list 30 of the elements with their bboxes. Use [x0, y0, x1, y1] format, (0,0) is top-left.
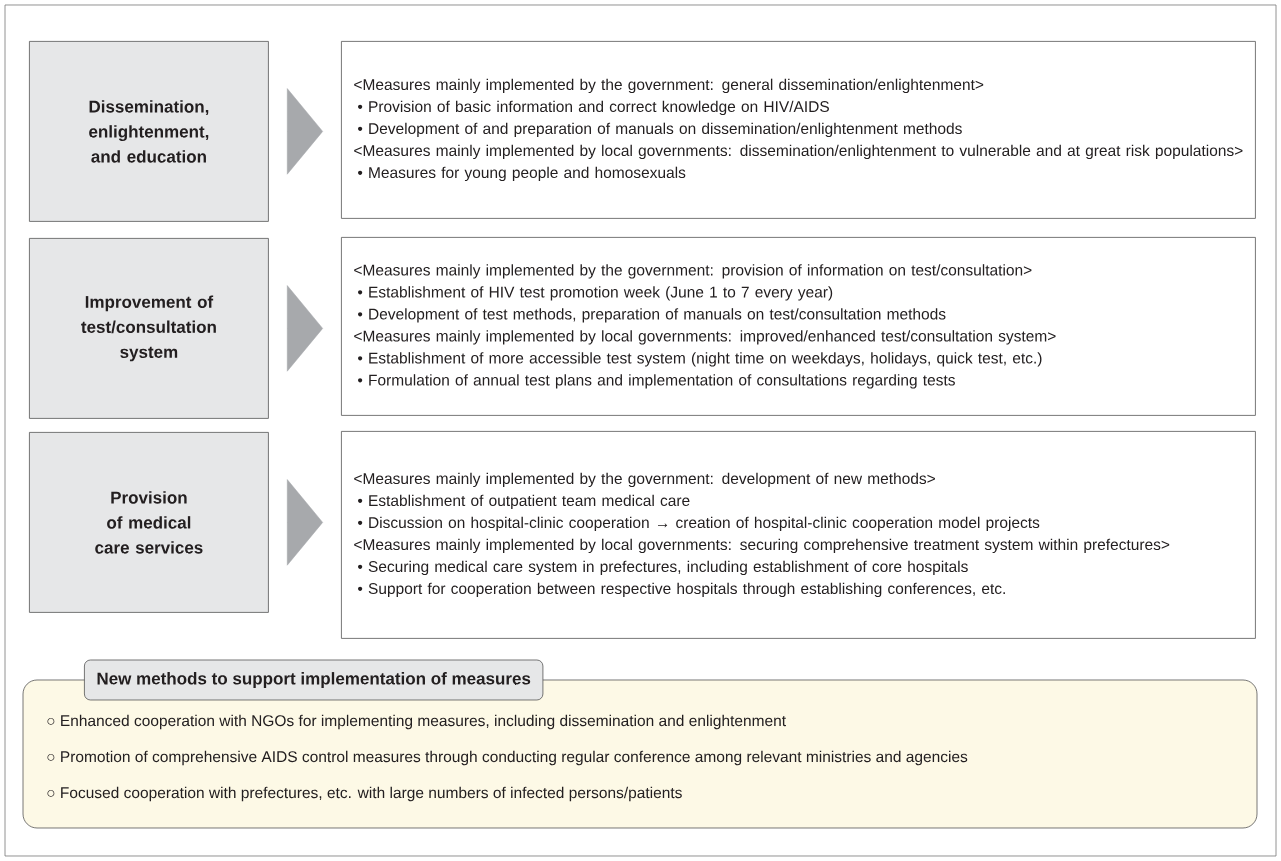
section-heading: <Measures mainly implemented by the government: provision of information on test/consultation> — [354, 264, 1032, 279]
bullet-item: ○ Focused cooperation with prefectures, etc. with large numbers of infected persons/patients — [47, 786, 682, 802]
chevron-arrow — [286, 88, 323, 175]
bullet-item: • Establishment of outpatient team medical care — [358, 494, 690, 510]
section-heading: <Measures mainly implemented by the government: development of new methods> — [354, 472, 935, 488]
bullet-item: • Establishment of more accessible test system (night time on weekdays, holidays, quick test, etc.) — [358, 352, 1042, 367]
measures-box — [341, 237, 1256, 416]
measures-box — [341, 431, 1256, 639]
section-heading: <Measures mainly implemented by the government: general dissemination/enlightenment> — [354, 78, 984, 94]
section-heading: <Measures mainly implemented by local governments: securing comprehensive treatment system within prefectures> — [354, 538, 1170, 554]
heading-tab: New methods to support implementation of measures — [84, 659, 544, 701]
category-box: Improvement of test/consultation system — [29, 238, 269, 419]
section-heading: <Measures mainly implemented by local governments: improved/enhanced test/consultation system> — [354, 330, 1056, 345]
category-box: Provision of medical care services — [29, 432, 269, 613]
section-heading: <Measures mainly implemented by local governments: dissemination/enlightenment to vulnerable and at great risk populations> — [354, 144, 1243, 160]
bullet-item: ○ Enhanced cooperation with NGOs for implementing measures, including dissemination and enlightenment — [47, 714, 786, 730]
measures-box — [341, 41, 1256, 219]
bullet-item: • Discussion on hospital-clinic cooperation → creation of hospital-clinic cooperation model projects — [358, 516, 1040, 532]
category-box: Dissemination, enlightenment, and education — [29, 41, 269, 222]
bullet-item: • Provision of basic information and correct knowledge on HIV/AIDS — [358, 100, 829, 116]
bullet-item: • Development of and preparation of manuals on dissemination/enlightenment methods — [358, 122, 962, 138]
bullet-item: • Measures for young people and homosexuals — [358, 166, 686, 182]
chevron-arrow — [286, 479, 323, 566]
bullet-item: • Establishment of HIV test promotion week (June 1 to 7 every year) — [358, 286, 833, 301]
bullet-item: • Development of test methods, preparation of manuals on test/consultation methods — [358, 308, 946, 323]
bullet-item: • Securing medical care system in prefectures, including establishment of core hospitals — [358, 560, 968, 576]
bullet-item: ○ Promotion of comprehensive AIDS control measures through conducting regular conference among relevant ministries and agencies — [47, 750, 968, 766]
bullet-item: • Formulation of annual test plans and implementation of consultations regarding tests — [358, 374, 955, 389]
bullet-item: • Support for cooperation between respective hospitals through establishing conferences, etc. — [358, 582, 1005, 598]
chevron-arrow — [286, 285, 323, 372]
